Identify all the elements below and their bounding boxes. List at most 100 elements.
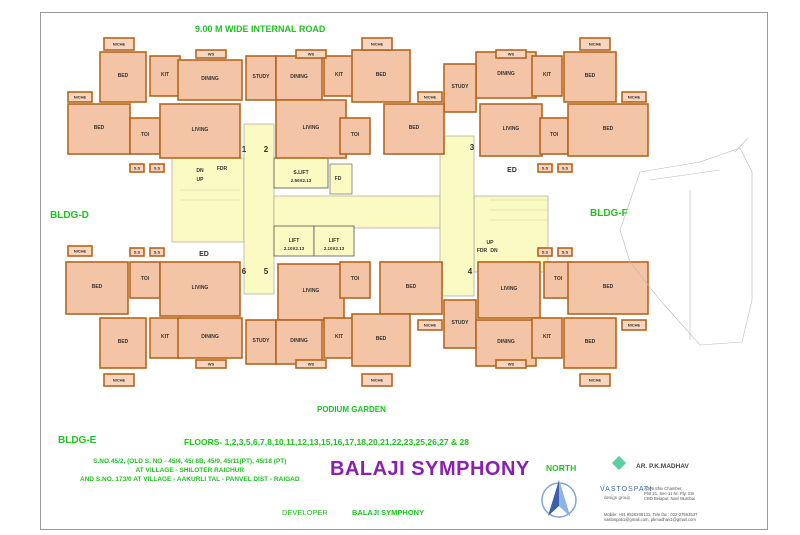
wing-number: 1: [242, 145, 247, 154]
room-label: BED: [406, 284, 417, 290]
niche: [537, 163, 553, 173]
fire-door-label: FD: [335, 176, 342, 182]
niche-label: NICHE: [628, 323, 641, 328]
niche: [129, 163, 145, 173]
niche: [361, 37, 393, 51]
room-label: STUDY: [253, 74, 271, 80]
niche: [149, 247, 165, 257]
building-f-label: BLDG-F: [590, 208, 628, 219]
room: [531, 317, 563, 359]
room-label: KIT: [161, 72, 169, 78]
room: [563, 317, 617, 369]
niche: [579, 373, 611, 387]
survey-details: S.NO.45/2, (OLD S. NO - 45/4, 45/ 8B, 45…: [80, 457, 300, 484]
road-label: 9.00 M WIDE INTERNAL ROAD: [195, 24, 326, 34]
room: [177, 59, 243, 101]
survey-line: AT VILLAGE - SHILOTER RAICHUR: [135, 467, 245, 474]
niche-label: NICHE: [589, 42, 602, 47]
room-label: KIT: [335, 72, 343, 78]
floors-label: FLOORS- 1,2,3,5,6,7,8,10,11,12,13,15,16,…: [184, 437, 469, 447]
niche: [417, 319, 443, 331]
room-label: DINING: [497, 339, 515, 345]
firm-logo: [611, 455, 627, 471]
niche-label: S.S: [154, 166, 161, 171]
room-label: LIVING: [503, 126, 520, 132]
room: [67, 103, 131, 155]
room-label: KIT: [543, 72, 551, 78]
room-label: LIVING: [303, 288, 320, 294]
room-label: TOI: [141, 132, 150, 138]
stair-down-label: DN: [196, 168, 204, 174]
architect-name: AR. P.K.MADHAV: [636, 463, 689, 470]
niche: [195, 49, 227, 59]
firm-contact: Mobile: +91 9820206131, Tele fax : 022-2…: [604, 512, 697, 522]
room: [443, 63, 477, 113]
address-line: CBD Belapur, Navi Mumbai: [644, 496, 695, 502]
building-e-label: BLDG-E: [58, 435, 97, 446]
podium-label: PODIUM GARDEN: [317, 405, 386, 414]
niche: [295, 49, 327, 59]
niche-label: NICHE: [113, 378, 126, 383]
niche: [621, 91, 647, 103]
wing-number: 5: [264, 267, 269, 276]
room-label: LIVING: [303, 125, 320, 131]
firm-address: A305 Shiv Chamber, Plot 21, Sec-11 Nr. P…: [644, 486, 695, 502]
room: [475, 51, 537, 99]
room-label: LIVING: [501, 286, 518, 292]
room: [159, 103, 241, 159]
niche-label: NICHE: [589, 378, 602, 383]
niche-label: S.S: [154, 250, 161, 255]
niche: [195, 359, 227, 369]
contact-line: Mobile: +91 9820206131, Tele fax : 022-2…: [604, 512, 698, 517]
niche: [537, 247, 553, 257]
room: [339, 261, 371, 299]
room: [129, 261, 161, 299]
niche-label: NICHE: [424, 323, 437, 328]
room: [531, 55, 563, 97]
room-label: STUDY: [452, 84, 470, 90]
niche-label: S.S: [562, 250, 569, 255]
room-label: BED: [94, 125, 105, 131]
room: [351, 313, 411, 367]
room-label: BED: [409, 125, 420, 131]
room: [567, 103, 649, 157]
room-label: DINING: [290, 338, 308, 344]
niche-label: WS: [308, 52, 315, 57]
contact-line: vastospati1@gmail.com, pkmadhav1@gmail.c…: [604, 517, 696, 523]
room-label: DINING: [201, 334, 219, 340]
niche-label: WS: [508, 52, 515, 57]
room: [275, 99, 347, 159]
developer-label: DEVELOPER: [282, 508, 328, 517]
room-label: BED: [92, 284, 103, 290]
room: [129, 117, 161, 155]
service-lift-label: S.LIFT: [293, 170, 308, 176]
niche-label: NICHE: [628, 95, 641, 100]
room-label: BED: [585, 339, 596, 345]
lift-size: 2.10X2.13: [284, 246, 305, 251]
room-label: KIT: [161, 334, 169, 340]
niche-label: NICHE: [74, 249, 87, 254]
room: [351, 49, 411, 103]
room-label: TOI: [550, 132, 559, 138]
niche: [495, 359, 527, 369]
room-label: TOI: [351, 276, 360, 282]
room: [563, 51, 617, 103]
room: [275, 55, 323, 101]
room-label: STUDY: [452, 320, 470, 326]
niche-label: NICHE: [424, 95, 437, 100]
fire-door-label: FDR: [217, 166, 228, 172]
stair-up-label: UP: [197, 177, 205, 183]
niche-label: NICHE: [113, 42, 126, 47]
niche-label: WS: [208, 52, 215, 57]
wing-number: 6: [242, 267, 247, 276]
room-label: BED: [376, 336, 387, 342]
niche-label: S.S: [134, 166, 141, 171]
wing-number: 4: [468, 267, 473, 276]
room: [323, 55, 355, 97]
room-label: STUDY: [253, 338, 271, 344]
address-line: Plot 21, Sec-11 Nr. Ply. Stn: [644, 491, 695, 497]
niche: [495, 49, 527, 59]
stair-down-label: DN: [490, 248, 498, 254]
niche-label: S.S: [134, 250, 141, 255]
room: [99, 51, 147, 103]
